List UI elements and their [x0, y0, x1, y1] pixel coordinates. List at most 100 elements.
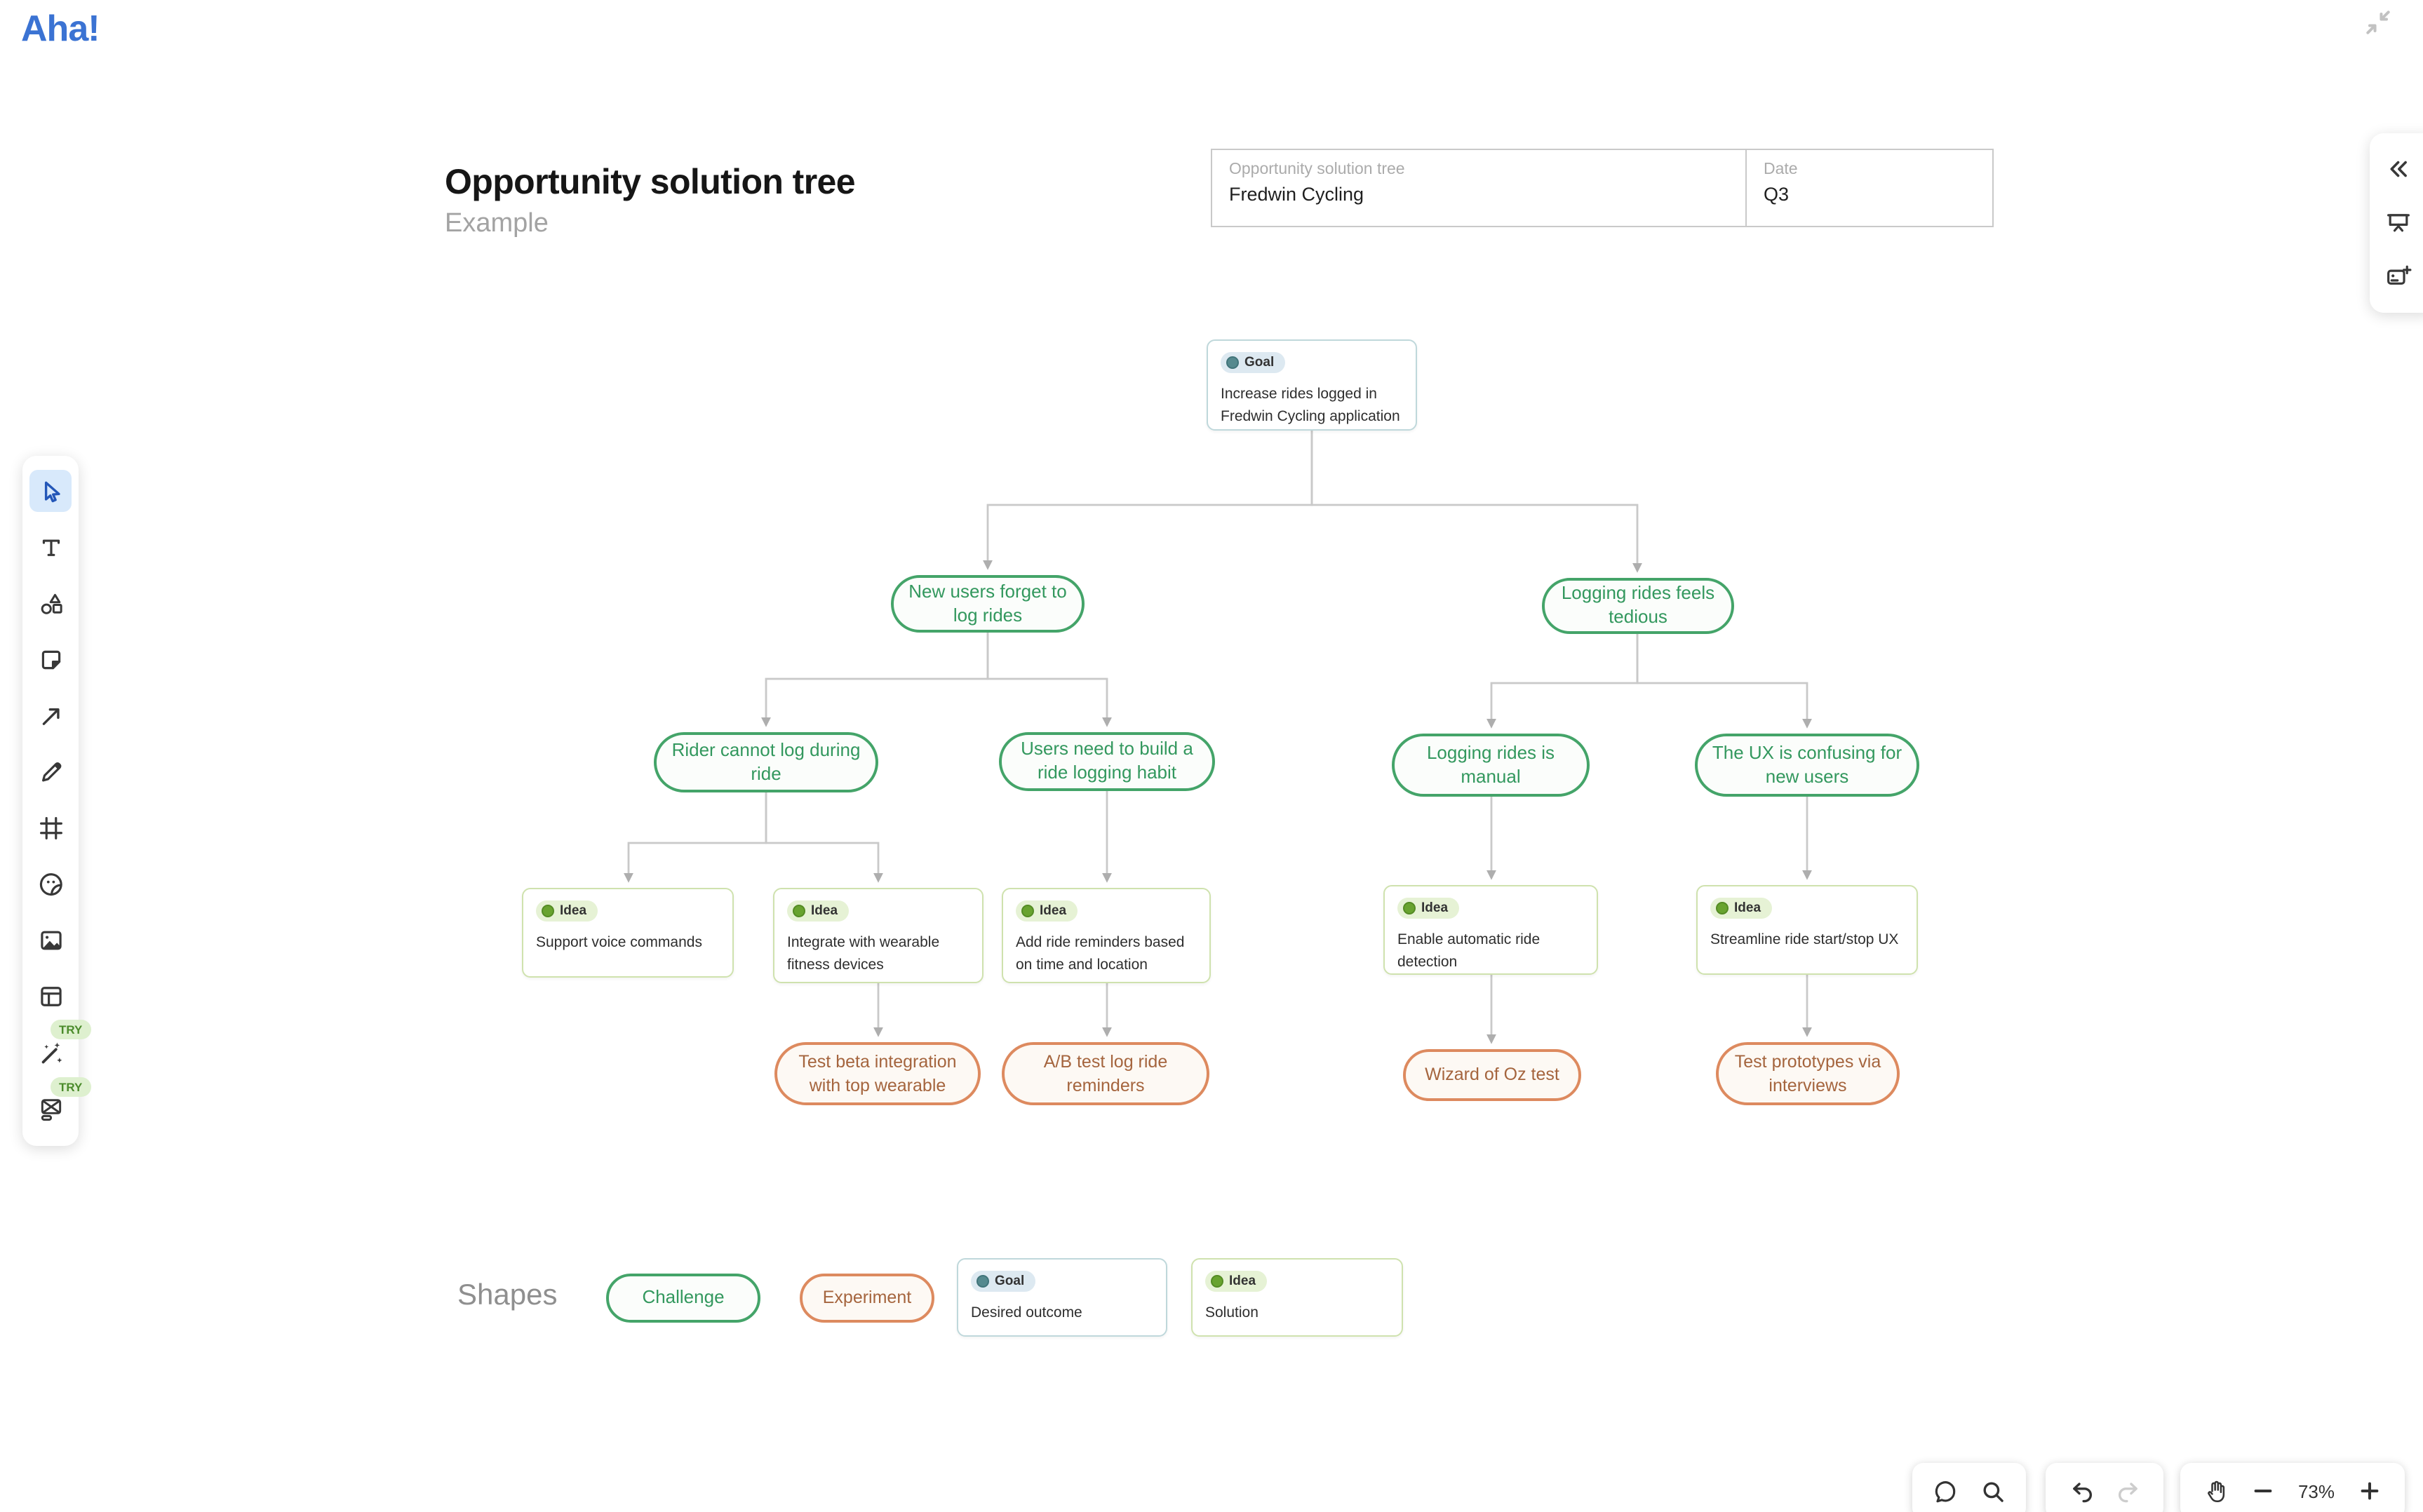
experiment-node[interactable]: Wizard of Oz test — [1403, 1049, 1581, 1101]
plus-icon — [2361, 1482, 2379, 1500]
idea-dot-icon — [1021, 905, 1034, 917]
template-icon — [40, 986, 61, 1006]
pen-tool-button[interactable] — [29, 750, 72, 792]
image-tool-button[interactable] — [29, 919, 72, 961]
zoom-in-button[interactable] — [2356, 1477, 2384, 1505]
challenge-label: The UX is confusing for new users — [1712, 741, 1902, 786]
goal-node[interactable]: Goal Increase rides logged in Fredwin Cy… — [1207, 339, 1417, 431]
experiment-node[interactable]: Test prototypes via interviews — [1716, 1042, 1900, 1105]
legend-idea-text: Solution — [1205, 1304, 1259, 1321]
zoom-out-button[interactable] — [2249, 1477, 2277, 1505]
hand-icon — [2208, 1480, 2225, 1503]
redo-button[interactable] — [2114, 1477, 2142, 1505]
legend-experiment-pill[interactable]: Experiment — [800, 1274, 934, 1323]
challenge-node[interactable]: Users need to build a ride logging habit — [999, 732, 1215, 791]
goal-badge-label: Goal — [1244, 355, 1275, 370]
meta-cell-name[interactable]: Opportunity solution tree Fredwin Cyclin… — [1212, 150, 1745, 226]
challenge-label: New users forget to log rides — [908, 580, 1067, 625]
challenge-node[interactable]: Logging rides is manual — [1392, 734, 1590, 797]
experiment-label: A/B test log ride reminders — [1043, 1052, 1168, 1095]
idea-node[interactable]: Idea Support voice commands — [522, 888, 734, 978]
template-tool-button[interactable] — [29, 975, 72, 1017]
legend-challenge-label: Challenge — [642, 1286, 725, 1308]
magic-wand-icon — [41, 1041, 62, 1063]
comment-icon — [1935, 1480, 1956, 1502]
idea-badge-label: Idea — [560, 903, 587, 919]
legend-goal-card[interactable]: Goal Desired outcome — [957, 1258, 1167, 1337]
legend-idea-card[interactable]: Idea Solution — [1191, 1258, 1403, 1337]
experiment-node[interactable]: Test beta integration with top wearable — [774, 1042, 981, 1105]
challenge-node[interactable]: New users forget to log rides — [891, 575, 1085, 633]
collapse-window-icon[interactable] — [2364, 8, 2392, 36]
idea-badge-label: Idea — [1421, 900, 1449, 916]
idea-badge-label: Idea — [1229, 1274, 1256, 1289]
sticky-note-tool-button[interactable] — [29, 638, 72, 680]
idea-text: Support voice commands — [536, 934, 702, 951]
experiment-node[interactable]: A/B test log ride reminders — [1002, 1042, 1209, 1105]
present-button[interactable] — [2384, 209, 2412, 237]
collapse-panel-button[interactable] — [2384, 155, 2412, 183]
search-button[interactable] — [1979, 1477, 2007, 1505]
meta-label: Opportunity solution tree — [1229, 161, 1405, 178]
meta-table: Opportunity solution tree Fredwin Cyclin… — [1211, 149, 1994, 227]
shapes-tool-button[interactable] — [29, 582, 72, 624]
idea-badge: Idea — [1205, 1271, 1268, 1292]
aha-logo[interactable]: Aha! — [21, 7, 100, 49]
idea-node[interactable]: Idea Streamline ride start/stop UX — [1696, 885, 1918, 975]
idea-node[interactable]: Idea Enable automatic ride detection — [1383, 885, 1598, 975]
presentation-sidebar — [2370, 133, 2423, 313]
challenge-node[interactable]: Rider cannot log during ride — [654, 732, 878, 792]
experiment-label: Wizard of Oz test — [1425, 1065, 1559, 1085]
idea-badge-label: Idea — [811, 903, 838, 919]
idea-dot-icon — [1716, 902, 1729, 914]
idea-node[interactable]: Idea Add ride reminders based on time an… — [1002, 888, 1211, 983]
pan-button[interactable] — [2201, 1477, 2229, 1505]
zoom-panel: 73% — [2180, 1463, 2405, 1512]
idea-text: Integrate with wearable fitness devices — [787, 934, 940, 973]
challenge-node[interactable]: Logging rides feels tedious — [1542, 578, 1734, 634]
sticker-icon — [39, 872, 62, 896]
insert-image-button[interactable] — [2384, 263, 2412, 291]
search-icon — [1983, 1481, 2003, 1501]
idea-dot-icon — [793, 905, 805, 917]
idea-text: Enable automatic ride detection — [1397, 931, 1541, 971]
idea-dot-icon — [1403, 902, 1416, 914]
legend-experiment-label: Experiment — [822, 1288, 912, 1308]
idea-badge-label: Idea — [1734, 900, 1761, 916]
try-badge: TRY — [51, 1077, 91, 1097]
undo-button[interactable] — [2067, 1477, 2095, 1505]
select-tool-button[interactable] — [29, 470, 72, 512]
meta-cell-date[interactable]: Date Q3 — [1745, 150, 1992, 226]
wireframe-tool-button[interactable] — [29, 1087, 72, 1129]
idea-text: Streamline ride start/stop UX — [1710, 931, 1899, 948]
board-title[interactable]: Opportunity solution tree — [445, 163, 856, 202]
text-tool-button[interactable] — [29, 526, 72, 568]
idea-badge: Idea — [1710, 898, 1773, 919]
experiment-label: Test prototypes via interviews — [1734, 1052, 1881, 1095]
zoom-level[interactable]: 73% — [2297, 1480, 2335, 1501]
magic-wand-tool-button[interactable] — [29, 1031, 72, 1073]
idea-dot-icon — [1211, 1275, 1223, 1288]
goal-dot-icon — [976, 1275, 989, 1288]
minus-icon — [2254, 1490, 2272, 1492]
challenge-node[interactable]: The UX is confusing for new users — [1695, 734, 1919, 797]
double-chevron-left-icon — [2389, 161, 2406, 177]
redo-icon — [2118, 1482, 2137, 1502]
legend-goal-text: Desired outcome — [971, 1304, 1082, 1321]
frame-icon — [39, 816, 62, 839]
board-subtitle[interactable]: Example — [445, 209, 549, 238]
tools-sidebar — [22, 456, 79, 1146]
idea-node[interactable]: Idea Integrate with wearable fitness dev… — [773, 888, 984, 983]
legend-challenge-pill[interactable]: Challenge — [606, 1274, 760, 1323]
arrow-tool-button[interactable] — [29, 694, 72, 736]
frame-tool-button[interactable] — [29, 806, 72, 849]
goal-dot-icon — [1226, 356, 1239, 369]
sticker-tool-button[interactable] — [29, 863, 72, 905]
text-icon — [41, 539, 60, 555]
undo-redo-panel — [2046, 1463, 2163, 1512]
comment-button[interactable] — [1931, 1477, 1959, 1505]
meta-label: Date — [1764, 161, 1798, 178]
legend-title[interactable]: Shapes — [457, 1279, 558, 1311]
idea-dot-icon — [542, 905, 554, 917]
